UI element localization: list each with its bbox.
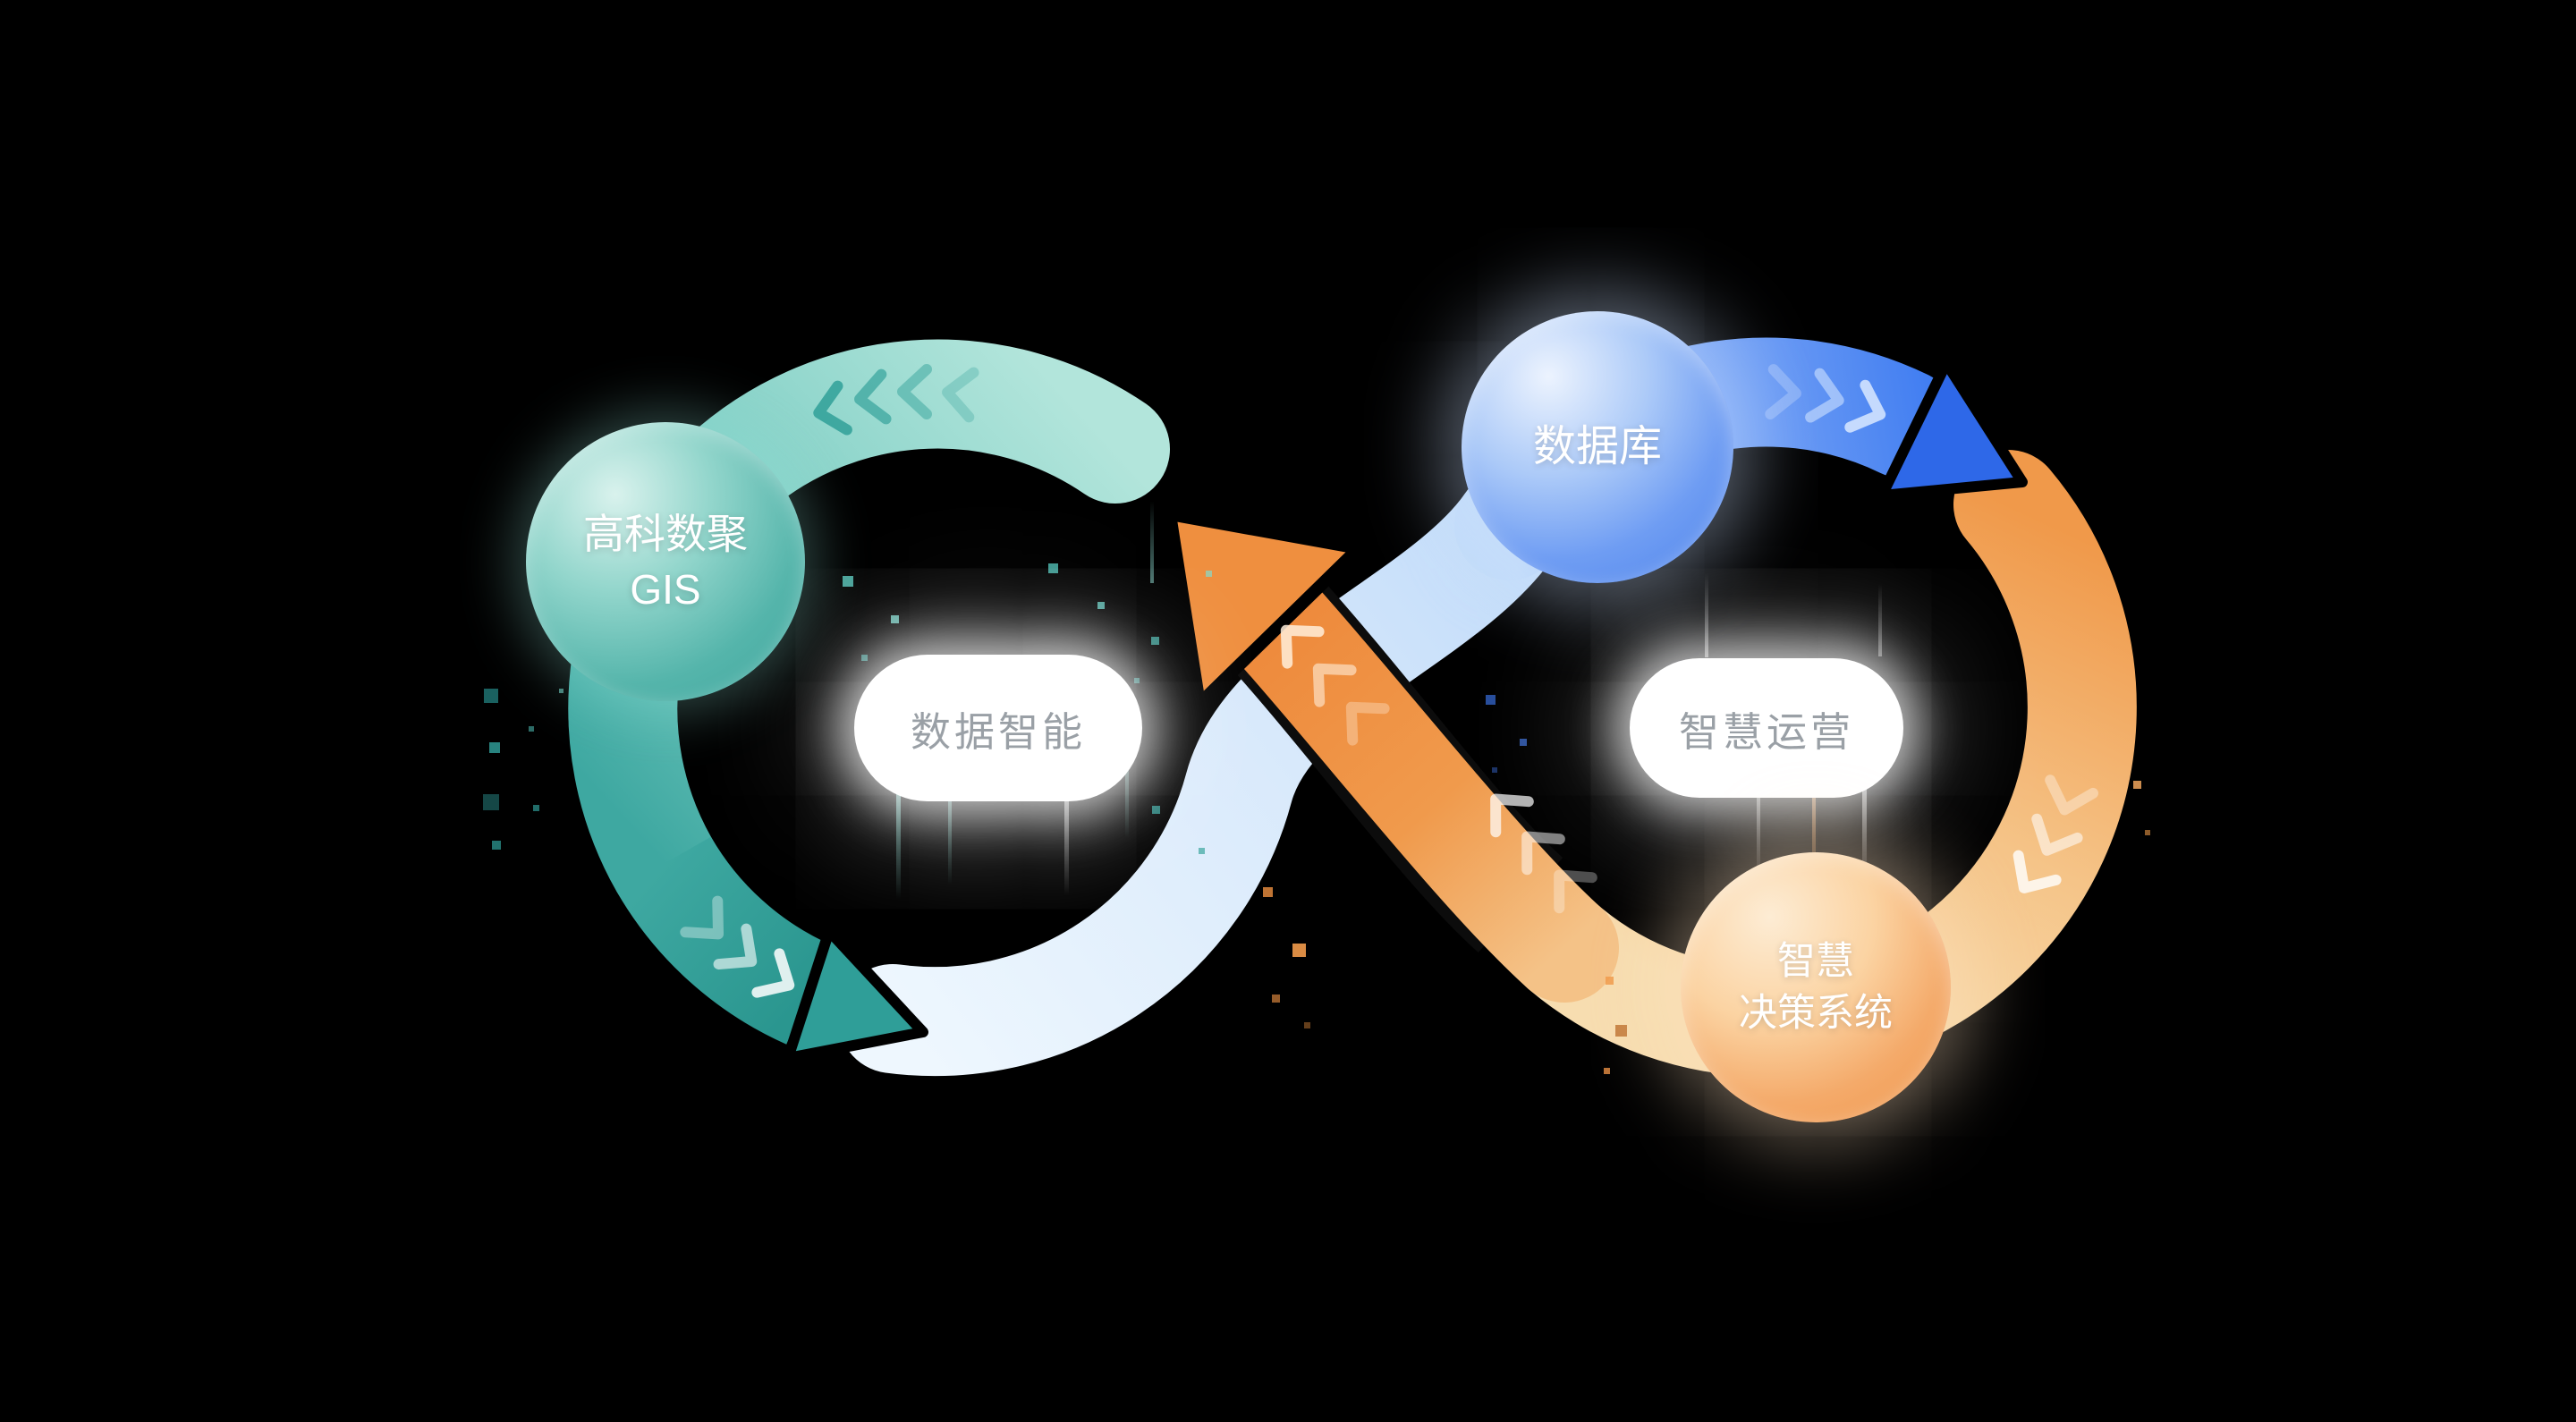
- node-decision-line1: 智慧: [1777, 939, 1854, 983]
- node-gis-line2: GIS: [630, 566, 701, 613]
- label-pill-smart-operations: 智慧运营: [1630, 658, 1903, 798]
- data-intelligence-label: 数据智能: [910, 708, 1086, 755]
- left-loop-light-arc: [838, 471, 1563, 1077]
- blue-flow-arrowhead-icon: [1877, 358, 2028, 501]
- particle-dots: [483, 563, 2150, 1074]
- node-decision-system: 智慧 决策系统: [1681, 852, 1951, 1122]
- teal-flow-arrowhead-icon: [783, 926, 928, 1063]
- node-decision-line2: 决策系统: [1739, 992, 1893, 1035]
- node-database: 数据库: [1462, 311, 1733, 583]
- smart-operations-label: 智慧运营: [1678, 708, 1854, 755]
- orange-flow-arrowhead-icon: [1164, 508, 1365, 710]
- node-database-label: 数据库: [1532, 422, 1662, 470]
- label-pill-data-intelligence: 数据智能: [854, 655, 1142, 801]
- node-gis: 高科数聚 GIS: [526, 422, 805, 701]
- node-gis-line1: 高科数聚: [583, 510, 748, 557]
- data-streaks: [896, 501, 1882, 905]
